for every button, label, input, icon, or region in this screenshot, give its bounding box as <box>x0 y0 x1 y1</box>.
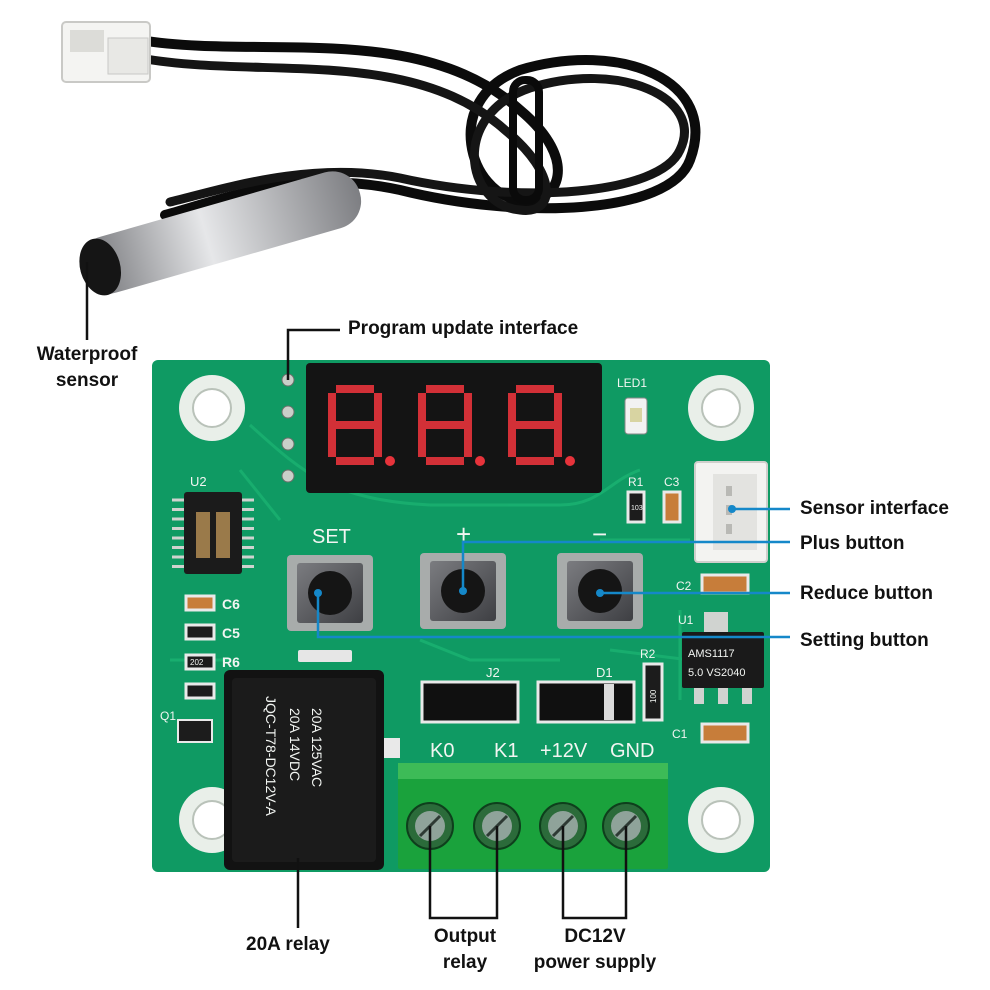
line-dc12v <box>561 826 628 920</box>
display-segment <box>418 393 426 425</box>
display-segment <box>426 421 464 429</box>
program-update-pads <box>281 373 295 483</box>
reduce-button[interactable] <box>557 553 643 629</box>
label-c2: C2 <box>676 579 692 593</box>
callout-reduce-button: Reduce button <box>800 583 933 604</box>
line-output-relay <box>428 826 499 920</box>
voltage-regulator <box>682 612 764 704</box>
label-relay-line1: 20A 125VAC <box>309 708 325 787</box>
label-u1: U1 <box>678 613 694 627</box>
callout-output-relay-line1: Output <box>433 926 497 947</box>
display-decimal-point <box>565 456 575 466</box>
label-u2: U2 <box>190 474 207 489</box>
line-plus-button <box>461 540 790 591</box>
label-terminal-k0: K0 <box>430 740 454 762</box>
label-terminal-k1: K1 <box>494 740 518 762</box>
label-q1: Q1 <box>160 709 176 723</box>
mounting-hole <box>179 375 245 441</box>
dot-setting-button <box>314 589 322 597</box>
display-segment <box>336 457 374 465</box>
label-terminal-gnd: GND <box>610 740 654 762</box>
display-segment <box>328 393 336 425</box>
dot-sensor-interface <box>728 505 736 513</box>
label-r2: R2 <box>640 647 656 661</box>
dot-plus-button <box>459 587 467 595</box>
plus-button[interactable] <box>420 553 506 629</box>
display-segment <box>516 385 554 393</box>
label-d1: D1 <box>596 665 613 680</box>
label-relay-line3: JQC-T78-DC12V-A <box>263 696 279 816</box>
display-segment <box>418 425 426 457</box>
line-program-update <box>286 328 340 380</box>
display-segment <box>516 421 554 429</box>
callout-waterproof-sensor-line2: sensor <box>55 370 119 391</box>
label-set: SET <box>312 526 351 548</box>
callout-dc12v-power-line2: power supply <box>533 952 657 973</box>
label-regulator-line1: AMS1117 <box>688 648 735 660</box>
silkscreen-labels: LED1 U2 R1 C3 C2 U1 R2 C1 C6 C5 R6 Q1 J2… <box>160 376 746 816</box>
u2-chip <box>172 492 254 574</box>
display-segment <box>374 425 382 457</box>
mounting-hole <box>688 375 754 441</box>
display-segment <box>374 393 382 425</box>
waterproof-sensor-cable <box>135 35 701 220</box>
sensor-probe <box>79 171 362 296</box>
display-segment <box>426 457 464 465</box>
callout-dc12v-power-line1: DC12V <box>564 926 626 947</box>
label-terminal-12v: +12V <box>540 740 588 762</box>
display-segment <box>464 393 472 425</box>
display-segment <box>554 393 562 425</box>
callout-sensor-interface: Sensor interface <box>800 498 949 519</box>
callout-setting-button: Setting button <box>800 630 929 651</box>
seven-segment-display <box>306 363 602 493</box>
callout-plus-button: Plus button <box>800 533 905 554</box>
display-decimal-point <box>475 456 485 466</box>
display-segment <box>336 421 374 429</box>
label-c6: C6 <box>222 596 240 612</box>
callout-output-relay: Output relay <box>410 924 520 976</box>
label-resistor-103: 103 <box>631 505 643 512</box>
display-segment <box>426 385 464 393</box>
label-c5: C5 <box>222 625 240 641</box>
dot-reduce-button <box>596 589 604 597</box>
label-j2: J2 <box>486 665 500 680</box>
display-segment <box>336 385 374 393</box>
callout-lines-black <box>85 262 628 928</box>
label-r1: R1 <box>628 475 644 489</box>
label-led1: LED1 <box>617 376 647 390</box>
relay-20a <box>224 650 400 870</box>
led1-component <box>624 397 648 435</box>
label-resistor-202: 202 <box>190 658 204 667</box>
display-decimal-point <box>385 456 395 466</box>
display-segment <box>508 393 516 425</box>
line-setting-button <box>316 593 790 639</box>
label-regulator-line2: 5.0 VS2040 <box>688 667 746 679</box>
set-button[interactable] <box>287 555 373 631</box>
label-resistor-100: 100 <box>649 689 658 703</box>
sensor-connector <box>61 21 151 83</box>
callout-20a-relay: 20A relay <box>246 934 330 955</box>
callout-waterproof-sensor: Waterproof sensor <box>12 342 162 394</box>
terminal-block <box>398 763 668 869</box>
label-relay-line2: 20A 14VDC <box>287 708 303 781</box>
label-c3: C3 <box>664 475 680 489</box>
callout-lines-blue <box>316 507 790 639</box>
display-segment <box>464 425 472 457</box>
callout-program-update: Program update interface <box>348 318 579 339</box>
label-r6: R6 <box>222 654 240 670</box>
display-segment <box>508 425 516 457</box>
mounting-hole <box>688 787 754 853</box>
callout-waterproof-sensor-line1: Waterproof <box>36 344 138 365</box>
display-segment <box>328 425 336 457</box>
smd-components <box>177 490 750 744</box>
display-segment <box>516 457 554 465</box>
callout-output-relay-line2: relay <box>442 952 488 973</box>
display-segment <box>554 425 562 457</box>
label-c1: C1 <box>672 727 688 741</box>
label-minus: − <box>592 519 607 549</box>
callout-dc12v-power: DC12V power supply <box>520 924 670 976</box>
